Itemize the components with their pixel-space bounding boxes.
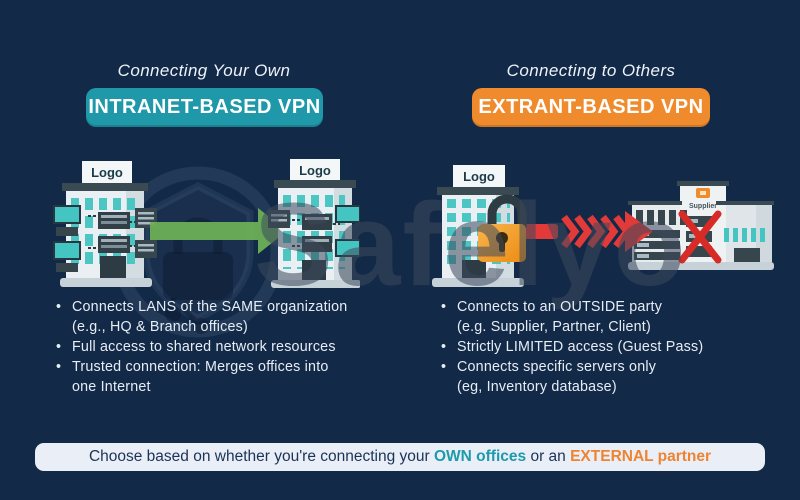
- supplier-building-icon: Supplier: [628, 181, 774, 270]
- list-item: • Connects specific servers only (eg, In…: [441, 357, 771, 397]
- extranet-vpn-badge: EXTRANT-BASED VPN: [472, 88, 710, 127]
- extranet-bullet-list: • Connects to an OUTSIDE party (e.g. Sup…: [441, 297, 771, 397]
- padlock-icon: [478, 194, 527, 262]
- bullet-dot: •: [56, 359, 62, 375]
- svg-text:Supplier: Supplier: [689, 203, 717, 210]
- bullet-dot: •: [56, 339, 62, 355]
- bullet-line: Full access to shared network resources: [72, 339, 336, 355]
- bullet-line: (eg, Inventory database): [457, 379, 617, 395]
- list-item: • Full access to shared network resource…: [56, 337, 396, 357]
- green-arrow-icon: [150, 208, 287, 254]
- footer-text: or an: [526, 448, 571, 465]
- svg-text:Logo: Logo: [91, 165, 123, 180]
- list-item: • Connects LANS of the SAME organization…: [56, 297, 396, 337]
- bullet-line: one Internet: [72, 379, 151, 395]
- red-arrow-icon: [520, 211, 653, 252]
- bullet-line: (e.g., HQ & Branch offices): [72, 319, 248, 335]
- intranet-bullet-list: • Connects LANS of the SAME organization…: [56, 297, 396, 397]
- bullet-line: Trusted connection: Merges offices into: [72, 359, 329, 375]
- bullet-dot: •: [441, 299, 447, 315]
- list-item: • Strictly LIMITED access (Guest Pass): [441, 337, 771, 357]
- supplier-sign: Supplier: [689, 188, 717, 210]
- bullet-line: Connects specific servers only: [457, 359, 657, 375]
- logo-sign: Logo: [290, 159, 340, 180]
- svg-text:Logo: Logo: [463, 169, 495, 184]
- bullet-dot: •: [441, 359, 447, 375]
- right-wing-windows: [724, 228, 765, 262]
- bullet-line: Connects LANS of the SAME organization: [72, 299, 348, 315]
- bullet-line: Connects to an OUTSIDE party: [457, 299, 663, 315]
- office-building-branch-icon: Logo: [268, 159, 360, 288]
- extranet-illustration: Logo Supplier: [432, 165, 774, 287]
- intranet-illustration: Logo: [53, 159, 360, 288]
- red-x-icon: [678, 210, 722, 264]
- bullet-dot: •: [56, 299, 62, 315]
- footer-banner: Choose based on whether you're connectin…: [35, 443, 765, 471]
- svg-text:Logo: Logo: [299, 163, 331, 178]
- bullet-line: Strictly LIMITED access (Guest Pass): [457, 339, 704, 355]
- office-building-hq-icon: Logo: [53, 161, 157, 287]
- blocked-servers: [678, 210, 722, 264]
- intranet-column-header: Connecting Your Own: [117, 61, 291, 80]
- extranet-column-header: Connecting to Others: [506, 61, 676, 80]
- logo-sign: Logo: [453, 165, 505, 187]
- logo-sign: Logo: [82, 161, 132, 183]
- list-item: • Trusted connection: Merges offices int…: [56, 357, 396, 397]
- bullet-line: (e.g. Supplier, Partner, Client): [457, 319, 651, 335]
- footer-highlight-own: OWN offices: [433, 448, 527, 465]
- list-item: • Connects to an OUTSIDE party (e.g. Sup…: [441, 297, 771, 337]
- intranet-vpn-badge: INTRANET-BASED VPN: [86, 88, 323, 127]
- footer-text: Choose based on whether you're connectin…: [88, 448, 434, 465]
- bullet-dot: •: [441, 339, 447, 355]
- footer-highlight-external: EXTERNAL partner: [570, 448, 712, 465]
